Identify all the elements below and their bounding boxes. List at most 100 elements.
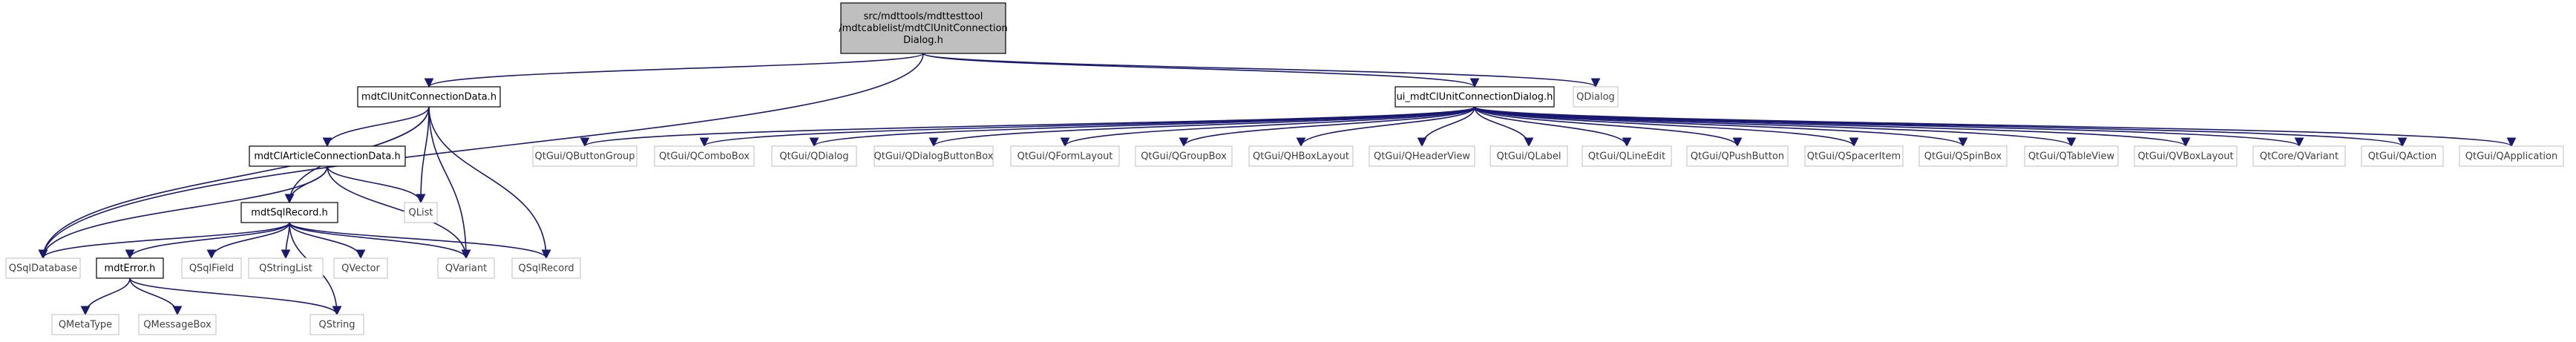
node-box (240, 202, 338, 223)
edge-error-to-qmetatype (80, 277, 131, 316)
edge-ui-to-u6 (1179, 106, 1475, 148)
node-box (1582, 145, 1672, 167)
edge-sqlrec-to-qsqlrecord (289, 222, 551, 260)
edge-error-to-qmessagebox (129, 277, 183, 316)
node-box (2134, 145, 2238, 167)
node-mdterror-h[interactable]: mdtError.h (96, 257, 164, 279)
node-ui-mdtclunitconnectiondialog-h[interactable]: ui_mdtClUnitConnectionDialog.h (1394, 86, 1555, 108)
node-qvariant: QVariant (437, 257, 495, 279)
node-box (771, 145, 857, 167)
edge-data-to-qsqldb (38, 106, 430, 260)
node-box (1135, 145, 1233, 167)
edge-data-to-qsqlrecord (428, 106, 551, 260)
edge-root-to-data (424, 53, 924, 88)
node-qsqlfield: QSqlField (181, 257, 242, 279)
edge-ui-to-u7 (1296, 106, 1475, 148)
node-box (2024, 145, 2119, 167)
node-mdtsqlrecord-h[interactable]: mdtSqlRecord.h (240, 202, 338, 223)
node-label: QtGui/QHBoxLayout (1253, 151, 1349, 162)
node-label: QtGui/QButtonGroup (535, 151, 635, 162)
node-box (532, 145, 638, 167)
edge-data-to-qvariant (428, 106, 471, 260)
node-label: QtCore/QVariant (2260, 151, 2339, 162)
node-qtgui-qcombobox: QtGui/QComboBox (654, 145, 755, 167)
node-mdtclarticleconnectiondata-h[interactable]: mdtClArticleConnectionData.h (249, 145, 406, 167)
edge-root-to-ui (922, 53, 1480, 88)
node-label: Dialog.h (903, 35, 943, 46)
node-qdialog: QDialog (1573, 86, 1619, 108)
node-label: QtGui/QLabel (1497, 151, 1561, 162)
edge-ui-to-u8 (1417, 106, 1475, 148)
node-qtgui-qspinbox: QtGui/QSpinBox (1918, 145, 2008, 167)
node-qtgui-qspaceritem: QtGui/QSpacerItem (1804, 145, 1904, 167)
node-label: QSqlDatabase (9, 263, 77, 274)
node-box (437, 257, 495, 279)
node-qsqldatabase: QSqlDatabase (5, 257, 81, 279)
node-qtcore-qvariant: QtCore/QVariant (2252, 145, 2346, 167)
edge-data-to-article (322, 106, 430, 148)
node-label: QtGui/QDialog (779, 151, 848, 162)
node-qtgui-qbuttongroup: QtGui/QButtonGroup (532, 145, 638, 167)
node-box (309, 314, 364, 335)
node-box (138, 314, 217, 335)
node-label: QtGui/QLineEdit (1588, 151, 1665, 162)
node-label: QDialog (1576, 92, 1615, 103)
node-box (1489, 145, 1568, 167)
node-box (248, 257, 324, 279)
edge-ui-to-u10 (1474, 106, 1632, 148)
node-box (2361, 145, 2444, 167)
node-box (51, 314, 119, 335)
edge-ui-to-u18 (1474, 106, 2516, 148)
edge-ui-to-u4 (928, 106, 1475, 148)
node-label: QtGui/QDialogButtonBox (874, 151, 994, 162)
edge-ui-to-u13 (1474, 106, 1968, 148)
node-box (404, 202, 438, 223)
node-qsqlrecord: QSqlRecord (511, 257, 581, 279)
node-box (511, 257, 581, 279)
node-label: QtGui/QComboBox (659, 151, 750, 162)
node-box (1369, 145, 1475, 167)
node-qtgui-qlineedit: QtGui/QLineEdit (1582, 145, 1672, 167)
edge-article-to-qvariant (327, 165, 471, 260)
node-label: QVector (341, 263, 380, 274)
node-label: QSqlRecord (518, 263, 574, 274)
node-qtgui-qdialogbuttonbox: QtGui/QDialogButtonBox (874, 145, 994, 167)
node-box (1686, 145, 1789, 167)
node-label: QString (318, 320, 355, 331)
edge-ui-to-u3 (809, 106, 1475, 148)
node-label: mdtClUnitConnectionData.h (361, 92, 496, 103)
node-qlist: QList (404, 202, 438, 223)
node-box (5, 257, 81, 279)
node-box (1248, 145, 1354, 167)
node-box (181, 257, 242, 279)
edge-data-to-qlist (416, 106, 430, 204)
node-qtgui-qhboxlayout: QtGui/QHBoxLayout (1248, 145, 1354, 167)
edge-article-to-qsqldb (38, 165, 328, 260)
node-mdtclunitconnectiondata-h[interactable]: mdtClUnitConnectionData.h (357, 86, 501, 108)
node-label: QMessageBox (143, 320, 212, 331)
edge-root-to-qsqldb (38, 53, 924, 260)
node-qmetatype: QMetaType (51, 314, 119, 335)
node-label: QtGui/QHeaderView (1374, 151, 1470, 162)
node-label: QtGui/QFormLayout (1017, 151, 1113, 162)
node-box (874, 145, 994, 167)
node-box (2459, 145, 2564, 167)
edge-sqlrec-to-error (125, 222, 290, 260)
node-label: QtGui/QPushButton (1691, 151, 1784, 162)
edge-ui-to-u14 (1474, 106, 2077, 148)
edge-article-to-qlist (327, 165, 426, 204)
node-qtgui-qaction: QtGui/QAction (2361, 145, 2444, 167)
node-qvector: QVector (333, 257, 388, 279)
node-label: mdtError.h (105, 263, 156, 274)
node-label: QtGui/QTableView (2028, 151, 2115, 162)
node-src-mdttools-mdttesttool-mdtcablelist-mdtclunitconnection-dialog-h[interactable]: src/mdttools/mdttesttool/mdtcablelist/md… (839, 2, 1008, 54)
edge-sqlrec-to-qsqlfield (206, 222, 290, 260)
node-label: QVariant (445, 263, 487, 274)
node-box (1804, 145, 1904, 167)
node-box (1010, 145, 1120, 167)
node-label: QtGui/QApplication (2465, 151, 2558, 162)
node-qstringlist: QStringList (248, 257, 324, 279)
node-label: src/mdttools/mdttesttool (864, 11, 983, 22)
node-box (96, 257, 164, 279)
